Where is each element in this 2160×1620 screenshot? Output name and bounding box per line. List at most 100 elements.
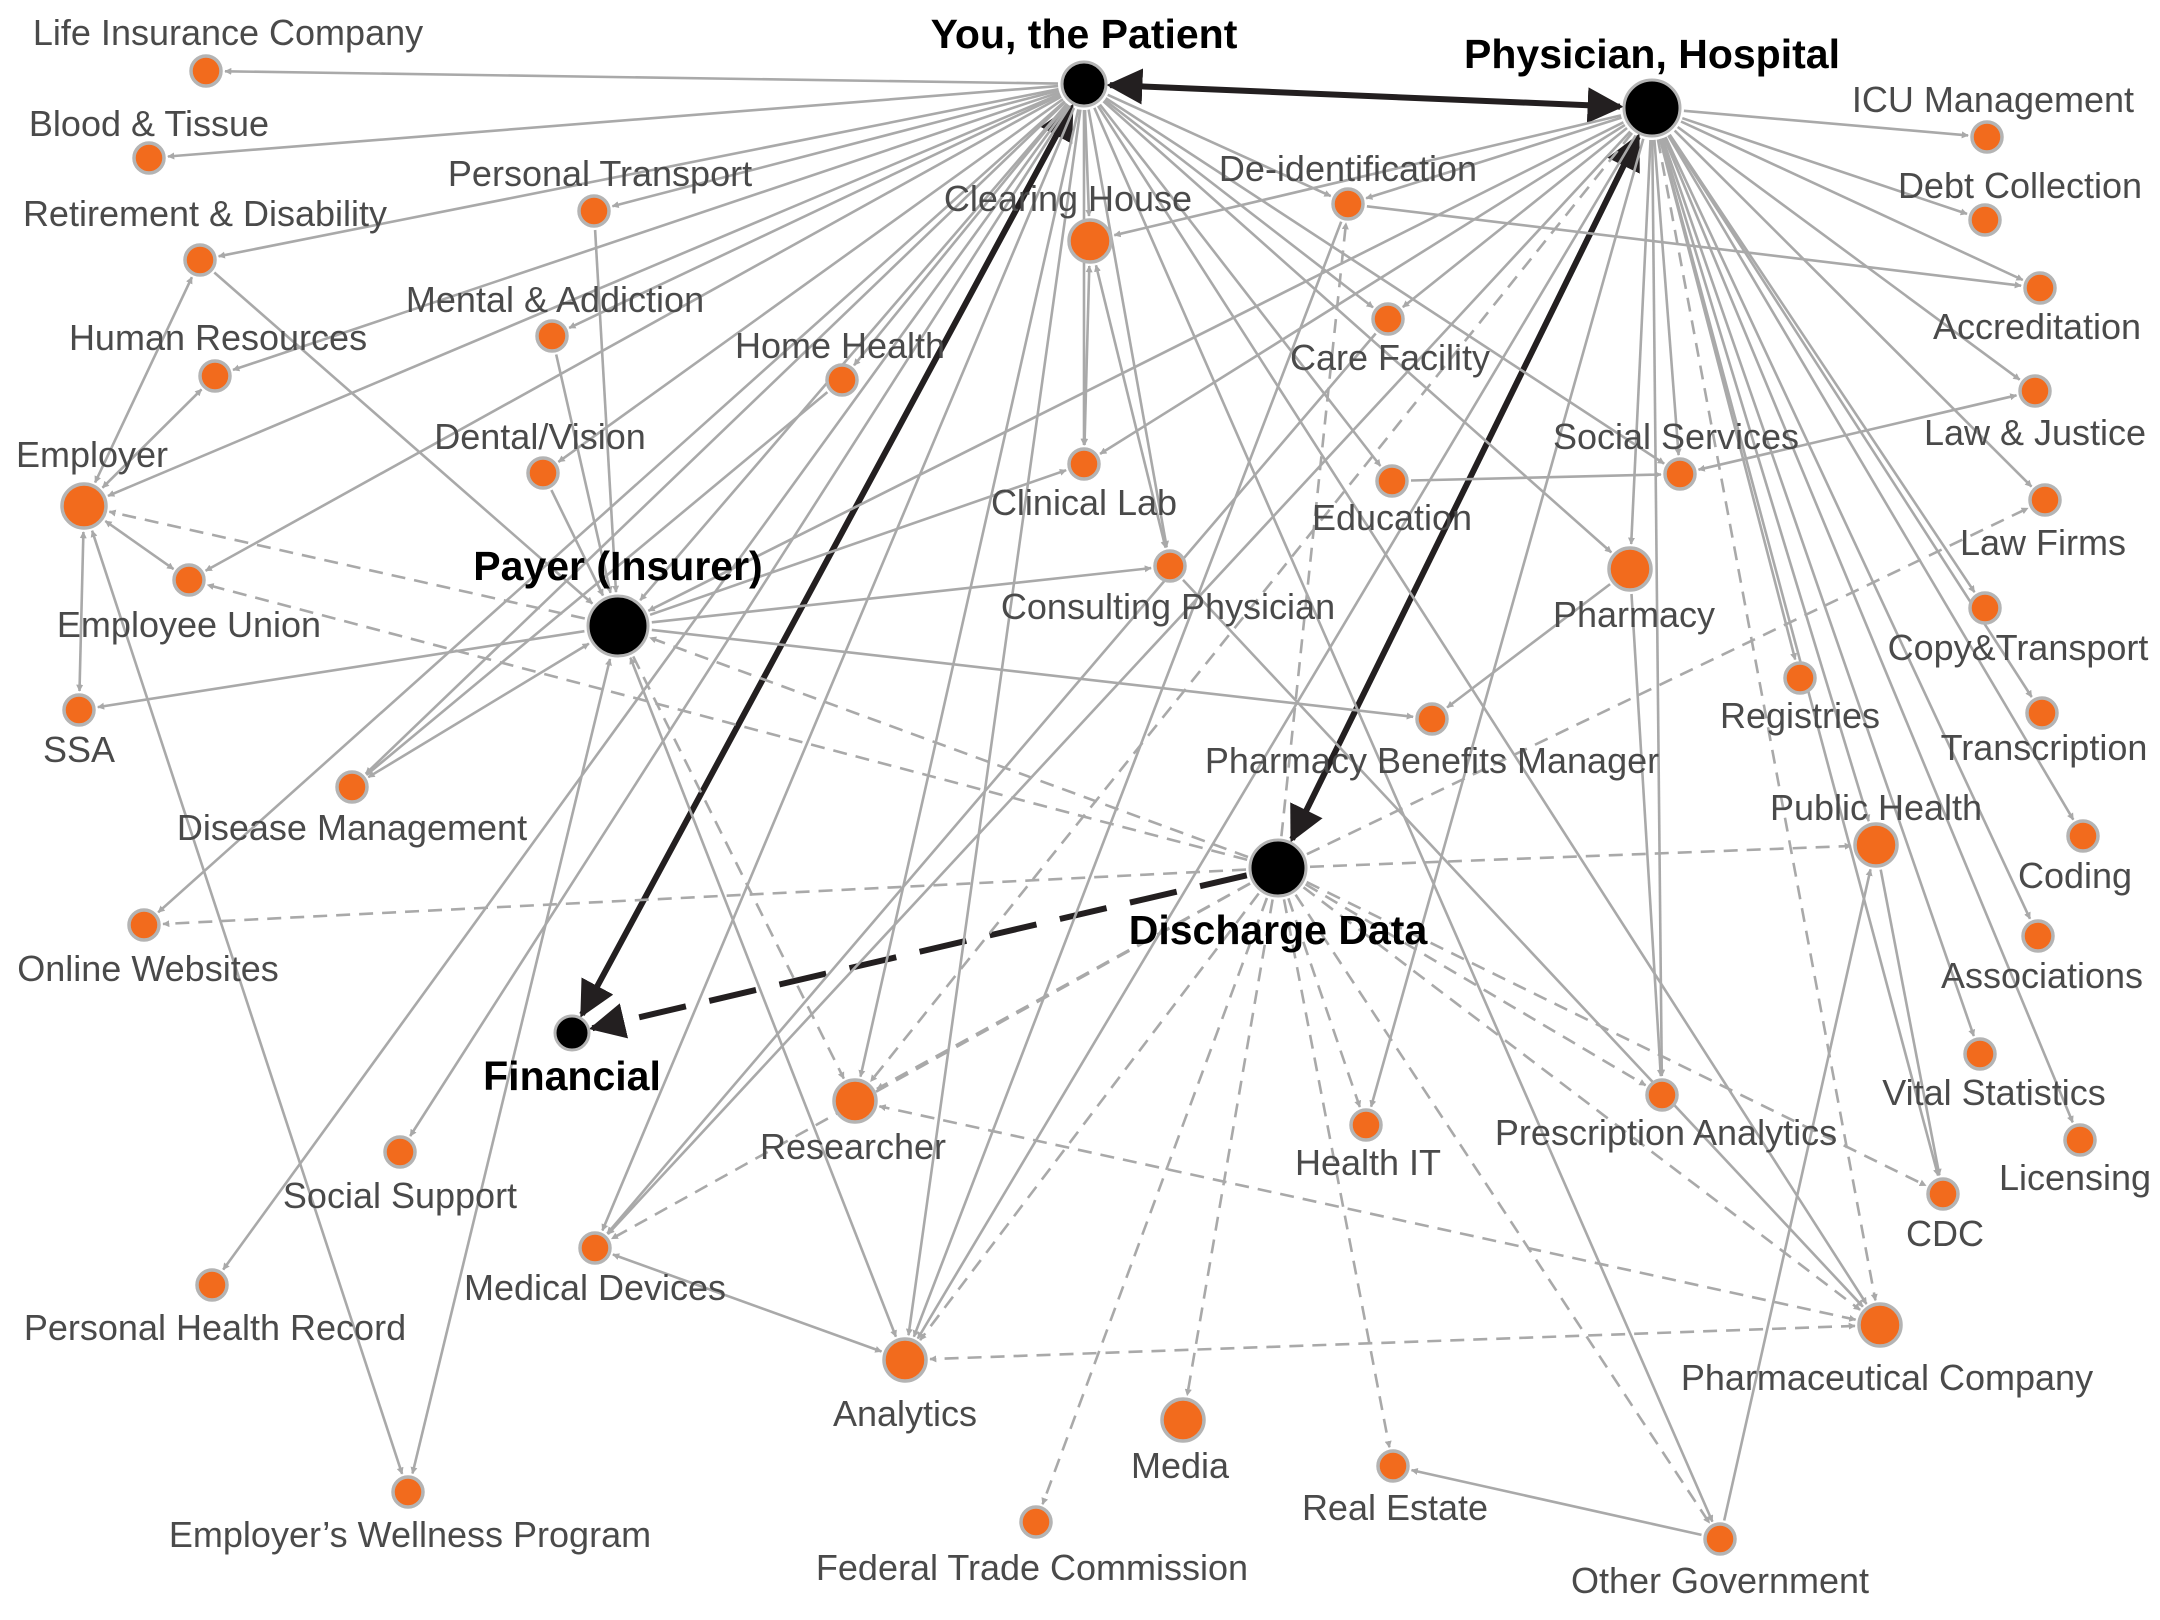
- node-law[interactable]: [2018, 374, 2052, 408]
- node-lawfirms[interactable]: [2028, 483, 2062, 517]
- node-hr[interactable]: [198, 359, 232, 393]
- label-blood: Blood & Tissue: [29, 103, 269, 144]
- label-copy: Copy&Transport: [1888, 627, 2149, 668]
- node-meddevices[interactable]: [578, 1231, 612, 1265]
- label-ftc: Federal Trade Commission: [816, 1547, 1248, 1588]
- edge-discharge-to-healthit: [1287, 897, 1362, 1108]
- node-transcription[interactable]: [2025, 696, 2059, 730]
- node-accred[interactable]: [2023, 271, 2057, 305]
- node-education[interactable]: [1375, 464, 1409, 498]
- node-physician[interactable]: [1622, 78, 1682, 138]
- node-debt[interactable]: [1968, 203, 2002, 237]
- node-deid[interactable]: [1331, 187, 1365, 221]
- node-social[interactable]: [1663, 457, 1697, 491]
- node-consult[interactable]: [1153, 549, 1187, 583]
- node-presc[interactable]: [1645, 1078, 1679, 1112]
- node-licensing[interactable]: [2063, 1123, 2097, 1157]
- node-cdc[interactable]: [1926, 1177, 1960, 1211]
- node-copy[interactable]: [1968, 591, 2002, 625]
- node-icu[interactable]: [1970, 120, 2004, 154]
- edge-physician-to-researcher: [869, 132, 1634, 1083]
- node-mental[interactable]: [535, 319, 569, 353]
- edge-employer-to-union: [104, 519, 175, 571]
- node-employer[interactable]: [60, 482, 108, 530]
- edge-transport-to-payer: [593, 229, 620, 593]
- edge-pharmco-to-researcher: [878, 1104, 1857, 1322]
- edge-retire-to-payer: [213, 271, 594, 605]
- edge-payer-to-clinlab: [649, 468, 1067, 617]
- node-analytics[interactable]: [882, 1337, 928, 1383]
- edge-physician-to-law: [1676, 125, 2021, 381]
- label-publichealth: Public Health: [1770, 787, 1982, 828]
- node-union[interactable]: [172, 563, 206, 597]
- edge-physician-to-clearing: [1113, 114, 1622, 238]
- label-social: Social Services: [1553, 416, 1799, 457]
- label-financial: Financial: [483, 1053, 661, 1099]
- node-pharmco[interactable]: [1857, 1302, 1903, 1348]
- node-homehealth[interactable]: [825, 363, 859, 397]
- label-clearing: Clearing House: [944, 178, 1192, 219]
- node-phr[interactable]: [195, 1268, 229, 1302]
- edge-patient-to-social: [1105, 97, 1665, 465]
- edge-patient-to-hr: [232, 91, 1060, 372]
- node-registries[interactable]: [1783, 661, 1817, 695]
- label-dental: Dental/Vision: [434, 416, 645, 457]
- node-transport[interactable]: [577, 194, 611, 228]
- edge-physician-to-pharmacy: [1628, 139, 1652, 545]
- edge-payer-to-pbm: [651, 628, 1414, 720]
- label-education: Education: [1312, 497, 1472, 538]
- label-lawfirms: Law Firms: [1960, 522, 2126, 563]
- node-media[interactable]: [1160, 1397, 1206, 1443]
- node-discharge[interactable]: [1248, 838, 1308, 898]
- edge-physician-to-analytics: [916, 134, 1637, 1340]
- node-financial[interactable]: [553, 1014, 591, 1052]
- label-assoc: Associations: [1941, 955, 2143, 996]
- node-coding[interactable]: [2066, 819, 2100, 853]
- edge-physician-to-registries: [1658, 138, 1798, 661]
- node-ftc[interactable]: [1019, 1505, 1053, 1539]
- node-ssa[interactable]: [62, 693, 96, 727]
- node-life[interactable]: [189, 54, 223, 88]
- node-realestate[interactable]: [1376, 1449, 1410, 1483]
- node-healthit[interactable]: [1349, 1108, 1383, 1142]
- node-blood[interactable]: [132, 141, 166, 175]
- node-clinlab[interactable]: [1067, 447, 1101, 481]
- node-pharmacy[interactable]: [1607, 546, 1653, 592]
- edge-physician-to-vital: [1661, 137, 1976, 1037]
- node-wellness[interactable]: [391, 1475, 425, 1509]
- edge-patient-to-deid: [1107, 93, 1332, 198]
- edge-discharge-to-othergov: [1294, 893, 1711, 1524]
- node-pbm[interactable]: [1415, 702, 1449, 736]
- label-deid: De-identification: [1219, 148, 1477, 189]
- node-patient[interactable]: [1060, 60, 1108, 108]
- edge-payer-to-analytics: [629, 657, 898, 1338]
- label-researcher: Researcher: [760, 1126, 946, 1167]
- label-ssa: SSA: [43, 729, 115, 770]
- label-care: Care Facility: [1290, 337, 1490, 378]
- node-disease[interactable]: [335, 770, 369, 804]
- nodes-layer: [60, 54, 2100, 1556]
- label-socialsupport: Social Support: [283, 1175, 517, 1216]
- edge-patient-to-employer: [107, 92, 1061, 498]
- edge-patient-to-union: [204, 95, 1062, 572]
- label-othergov: Other Government: [1571, 1560, 1869, 1601]
- node-vital[interactable]: [1963, 1037, 1997, 1071]
- node-researcher[interactable]: [832, 1078, 878, 1124]
- node-socialsupport[interactable]: [383, 1135, 417, 1169]
- label-healthit: Health IT: [1295, 1142, 1441, 1183]
- node-retire[interactable]: [183, 243, 217, 277]
- node-care[interactable]: [1371, 302, 1405, 336]
- node-assoc[interactable]: [2021, 919, 2055, 953]
- edge-education-to-social: [1410, 471, 1662, 482]
- node-payer[interactable]: [586, 594, 650, 658]
- node-publichealth[interactable]: [1853, 822, 1899, 868]
- label-registries: Registries: [1720, 695, 1880, 736]
- edge-physician-to-debt: [1681, 116, 1968, 216]
- node-online[interactable]: [127, 908, 161, 942]
- edge-patient-to-physician: [1106, 68, 1624, 124]
- node-clearing[interactable]: [1067, 218, 1113, 264]
- edge-discharge-to-presc: [1304, 883, 1647, 1087]
- node-othergov[interactable]: [1703, 1522, 1737, 1556]
- node-dental[interactable]: [526, 456, 560, 490]
- edge-discharge-to-analytics: [919, 892, 1260, 1341]
